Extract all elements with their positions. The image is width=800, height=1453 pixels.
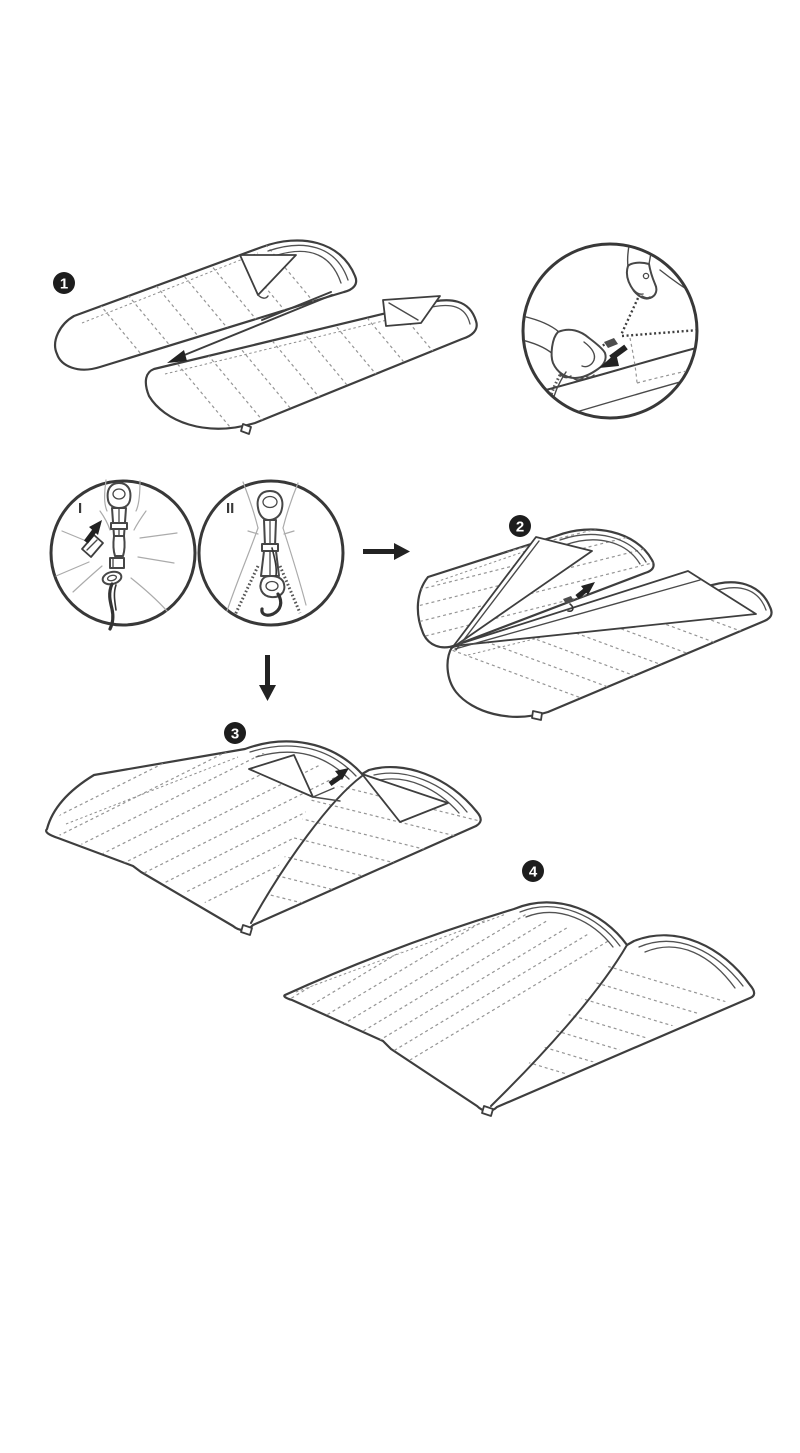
inset-label: II	[226, 500, 234, 517]
zipper-row-closed	[621, 328, 696, 338]
inset-zipper-zipped: II	[197, 479, 345, 627]
insert-arrow	[84, 520, 102, 544]
slider-pull-ring	[106, 482, 132, 509]
zipper-zipped-icon	[226, 481, 307, 617]
corner-tag	[481, 1105, 494, 1117]
badge-circle	[522, 860, 544, 882]
flap-right	[361, 773, 449, 823]
badge-number: 4	[529, 864, 538, 881]
zipper-cord2	[271, 547, 278, 577]
step1-badge: 1	[53, 272, 75, 294]
slider-body	[109, 507, 128, 569]
zipper-pin-insert-icon	[55, 479, 178, 631]
slider-pull-ring-top	[256, 490, 284, 521]
hands-unzipping-icon	[524, 245, 696, 417]
hood1-inner-arc	[519, 906, 621, 947]
slider-pull-ring-bottom	[259, 575, 286, 599]
badge-circle	[509, 515, 531, 537]
inset-zipper-pin-insert: I	[49, 479, 197, 631]
flap-low	[452, 570, 757, 650]
flap-tall	[451, 536, 593, 651]
seam-piping	[65, 756, 239, 825]
hood2-inner-arc	[638, 940, 744, 987]
hood-inner-arc	[559, 533, 647, 563]
mat-front-edge	[541, 346, 696, 392]
unzip-direction-arrow	[167, 291, 333, 363]
folded-corner-flap	[382, 295, 441, 327]
zipper-slider-detail	[563, 596, 574, 612]
zipper-cord2	[113, 584, 117, 611]
lift-arrow	[328, 768, 349, 787]
step4-badge: 4	[522, 860, 544, 882]
hand-top	[625, 245, 658, 300]
badge-circle	[53, 272, 75, 294]
zipper-cord	[108, 582, 115, 631]
corner-tag	[531, 710, 543, 721]
hood2-inner-arc2	[379, 778, 460, 814]
seam-piping	[81, 252, 259, 324]
folded-corner-flap	[239, 254, 297, 299]
hand-fist	[524, 315, 607, 381]
zipper-teeth-left	[233, 565, 260, 616]
mat-quilt-line2	[636, 367, 696, 384]
hood-inner-arc2	[273, 250, 342, 284]
corner-tag	[240, 423, 252, 435]
folded-corner-flap	[248, 754, 341, 802]
step3-illustration: 3	[45, 722, 482, 936]
seam-piping	[295, 913, 507, 993]
hood2-inner-arc2	[644, 946, 736, 989]
hood1-inner-arc	[249, 745, 357, 777]
corner-tag	[240, 924, 253, 936]
badge-number: 2	[516, 519, 524, 536]
hood-inner-arc	[711, 587, 767, 611]
flow-right-arrow	[363, 543, 410, 560]
hood1-inner-arc2	[525, 911, 614, 948]
step2-illustration: 2	[416, 515, 773, 721]
center-seam	[250, 775, 363, 924]
inset-label: I	[78, 500, 82, 517]
inset-circle	[521, 242, 699, 420]
pull-arrow	[599, 344, 628, 368]
hood-inner-arc2	[564, 539, 641, 565]
zipper-cord	[260, 592, 283, 617]
zipper-tape-pulled	[619, 297, 640, 336]
step1-illustration: 1	[53, 239, 478, 435]
zipper-teeth-right	[278, 565, 302, 614]
badge-circle	[224, 722, 246, 744]
inset-hands-unzipping	[521, 242, 699, 420]
center-seam	[490, 944, 628, 1107]
badge-number: 1	[60, 276, 68, 293]
lift-arrow	[575, 582, 595, 599]
hood2-inner-arc	[373, 772, 468, 813]
badge-number: 3	[231, 726, 239, 743]
zipper-slider-small	[604, 338, 618, 348]
flow-down-arrow	[259, 655, 276, 701]
step2-badge: 2	[509, 515, 531, 537]
step3-badge: 3	[224, 722, 246, 744]
hood-inner-arc	[267, 244, 349, 281]
